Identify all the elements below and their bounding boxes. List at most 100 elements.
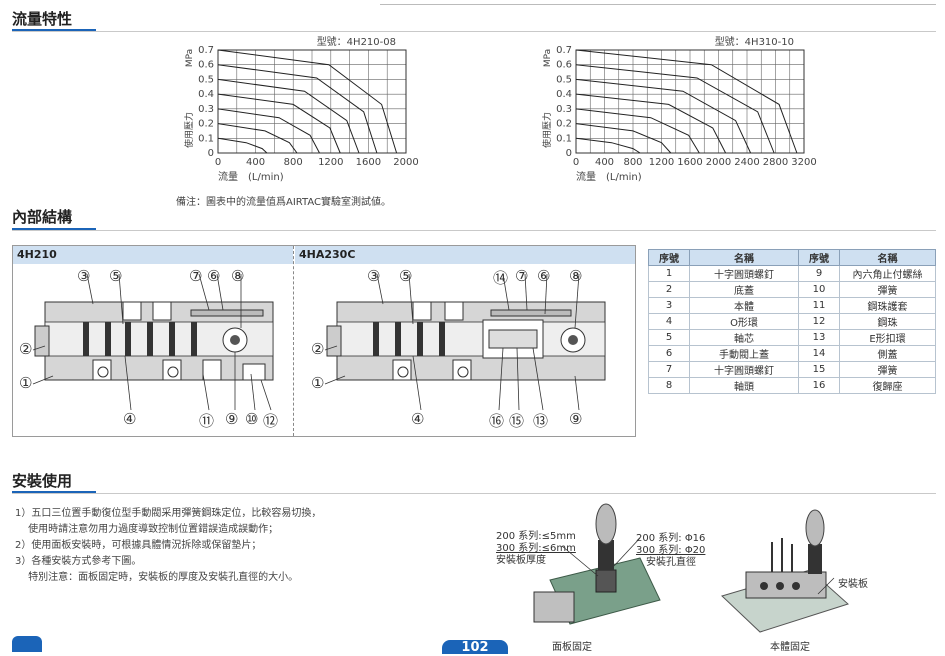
y-tick-label: 0.2 [556, 119, 572, 130]
x-tick-label: 800 [623, 157, 642, 168]
plate-label: 安裝板 [838, 579, 868, 590]
table-cell: O形環 [689, 313, 799, 330]
panel-divider [293, 246, 294, 436]
callout-5: ⑤ [109, 267, 123, 285]
corner-tab [12, 636, 42, 652]
section-underline [12, 29, 96, 32]
section-title-internal: 內部結構 [12, 208, 73, 226]
x-tick-label: 2400 [734, 157, 759, 168]
y-tick-label: 0.5 [556, 74, 572, 85]
table-cell: 側蓋 [839, 345, 936, 362]
valve-right-drawing [326, 301, 606, 381]
series-line [217, 123, 298, 154]
y-unit: MPa [185, 49, 195, 67]
page-number: 102 [461, 640, 489, 655]
x-tick-label: 1200 [318, 157, 343, 168]
table-cell: 十字圓頭螺釘 [689, 265, 799, 282]
series-line [575, 123, 672, 154]
callout-7: ⑦ [515, 267, 529, 285]
section-rule [12, 31, 936, 32]
table-cell: 14 [798, 345, 840, 362]
series-line [217, 64, 378, 154]
series-line [217, 108, 320, 154]
x-tick-label: 0 [573, 157, 579, 168]
table-cell: 11 [798, 297, 840, 314]
callout-4: ④ [123, 410, 137, 428]
plot-frame [575, 49, 805, 154]
install-instructions: 1）五口三位置手動復位型手動閥采用彈簧鋼珠定位，比較容易切換， 使用時請注意勿用… [15, 506, 321, 586]
x-tick-label: 400 [595, 157, 614, 168]
chart-title: 型號：4H210-08 [317, 35, 396, 48]
callout-3: ③ [77, 267, 91, 285]
callout-15: ⑮ [509, 412, 525, 430]
callout-5: ⑤ [399, 267, 413, 285]
table-cell: 十字圓頭螺釘 [689, 361, 799, 378]
table-cell: 彈簧 [839, 361, 936, 378]
plot-frame [217, 49, 407, 154]
table-cell: 7 [648, 361, 690, 378]
x-tick-label: 3200 [791, 157, 816, 168]
x-axis-label: 流量 (L/min) [576, 170, 642, 183]
col-header: 序號 [648, 249, 690, 266]
table-cell: 5 [648, 329, 690, 346]
callout-12: ⑫ [263, 412, 279, 430]
y-unit: MPa [543, 49, 553, 67]
y-tick-label: 0.4 [556, 89, 572, 100]
y-tick-label: 0.3 [198, 104, 214, 115]
table-cell: 2 [648, 281, 690, 298]
install-line: 1）五口三位置手動復位型手動閥采用彈簧鋼珠定位，比較容易切換， [15, 508, 322, 519]
section-rule [12, 493, 936, 494]
table-cell: 內六角止付螺絲 [839, 265, 936, 282]
section-rule [12, 230, 936, 231]
table-cell: 復歸座 [839, 377, 936, 394]
callout-13: ⑬ [533, 412, 549, 430]
callout-2: ② [311, 340, 325, 358]
x-tick-label: 1200 [649, 157, 674, 168]
series-line [575, 137, 641, 154]
thickness-200: 200 系列:≤5mm [496, 531, 576, 542]
callout-9: ⑨ [225, 410, 239, 428]
hole-200: 200 系列: Φ16 [636, 533, 706, 544]
series-line [575, 93, 727, 154]
series-line [575, 78, 752, 154]
x-axis-label: 流量 (L/min) [218, 170, 284, 183]
panel-mount-illustration [533, 503, 661, 625]
y-tick-label: 0.4 [198, 89, 214, 100]
callout-4: ④ [411, 410, 425, 428]
x-tick-label: 0 [215, 157, 221, 168]
install-illustrations [533, 503, 849, 633]
y-tick-label: 0.1 [198, 133, 214, 144]
panel-mount-caption: 面板固定 [552, 642, 592, 653]
series-line [575, 49, 798, 154]
hole-300: 300 系列: Φ20 [636, 545, 706, 556]
body-mount-caption: 本體固定 [770, 642, 810, 653]
x-tick-label: 800 [284, 157, 303, 168]
x-tick-label: 2000 [706, 157, 731, 168]
y-tick-label: 0.7 [556, 45, 572, 56]
callout-11: ⑪ [199, 412, 215, 430]
table-cell: 鋼珠護套 [839, 297, 936, 314]
callout-2: ② [19, 340, 33, 358]
callout-9: ⑨ [569, 410, 583, 428]
section-underline [12, 228, 96, 231]
callout-14: ⑭ [493, 269, 509, 287]
y-tick-label: 0 [566, 148, 572, 159]
table-cell: 3 [648, 297, 690, 314]
section-underline [12, 491, 96, 494]
table-cell: 12 [798, 313, 840, 330]
callout-10: ⑩ [245, 410, 259, 428]
x-tick-label: 2800 [763, 157, 788, 168]
table-cell: 軸芯 [689, 329, 799, 346]
col-header: 序號 [798, 249, 840, 266]
y-axis-label: 使用壓力 [541, 112, 553, 148]
